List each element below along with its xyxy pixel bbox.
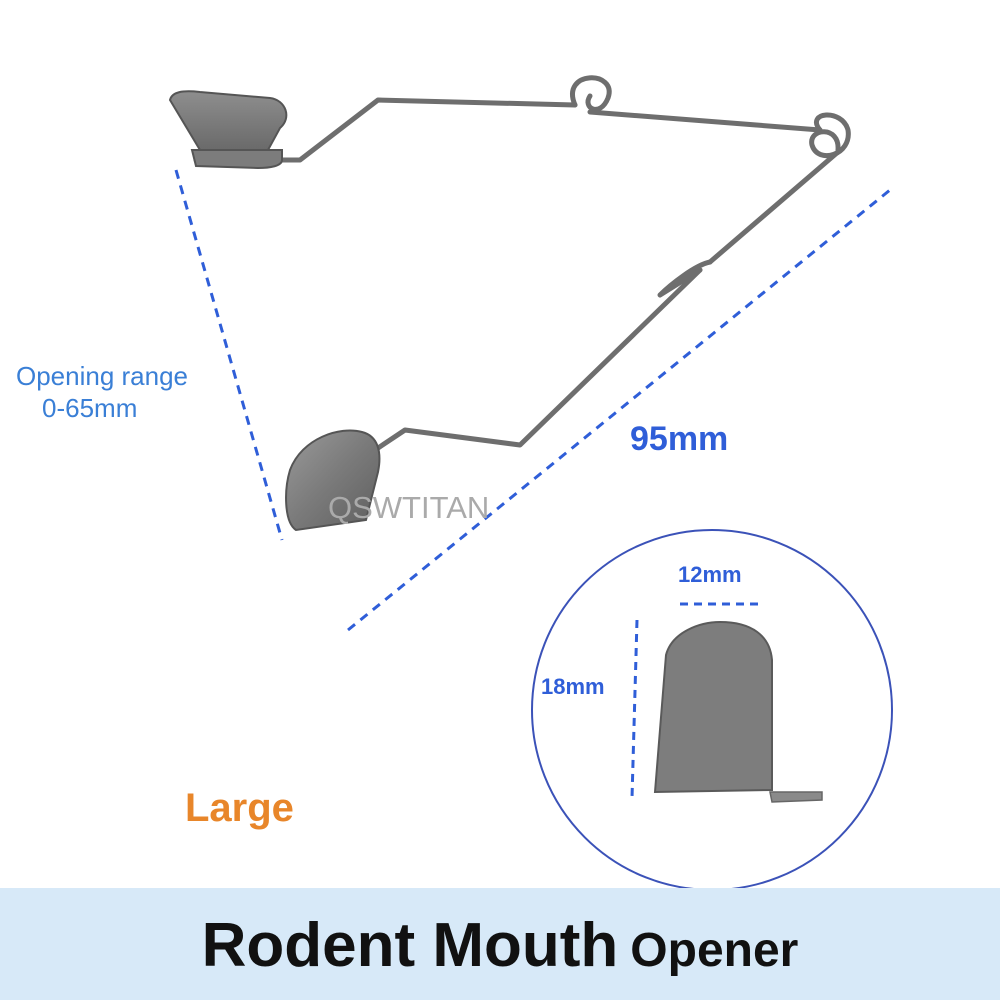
mouth-opener-wire [193,75,851,463]
paddle-width-label: 12mm [678,562,742,587]
upper-paddle [168,90,288,170]
paddle-height-guide [630,619,639,799]
opening-range-title: Opening range [16,361,189,391]
opening-range-guide [174,169,284,541]
lower-paddle [285,429,381,532]
brand-watermark: QSWTITAN [328,490,490,525]
opening-range-label: Opening range 0-65mm [16,360,188,424]
product-title-suffix: Opener [630,924,799,977]
product-title-main: Rodent Mouth [201,911,619,980]
paddle-height-label: 18mm [541,674,605,699]
length-dimension-label: 95mm [630,420,729,458]
length-guide [347,188,891,632]
opening-range-value: 0-65mm [42,393,138,423]
size-label: Large [185,786,294,830]
paddle-detail [653,620,823,803]
